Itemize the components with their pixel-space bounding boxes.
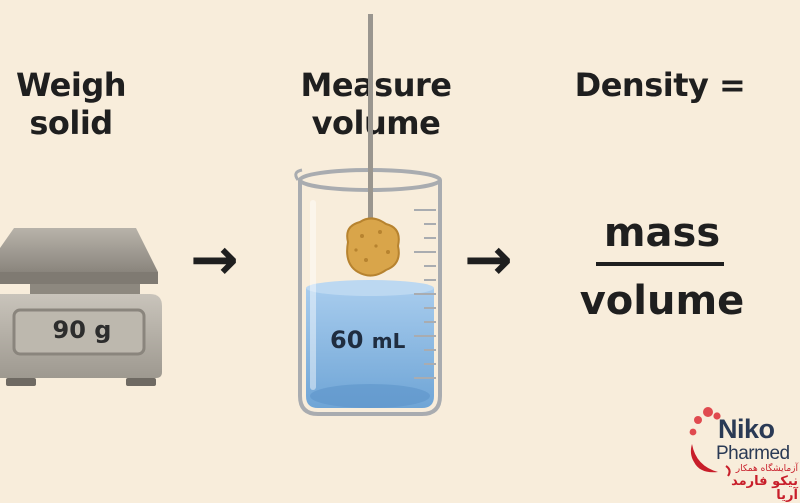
density-label: Density =: [574, 66, 746, 104]
scale-readout: 90 g: [52, 316, 112, 344]
logo-tagline: آزمایشگاه همکار: [735, 464, 798, 474]
logo-tagline-main: نیکو فارمد آریا: [731, 474, 798, 503]
weigh-label-line1: Weigh: [15, 66, 127, 104]
beaker-readout-unit: mL: [371, 329, 406, 353]
measure-label-line2: volume: [311, 104, 441, 142]
measure-volume-label: Measure volume: [290, 66, 462, 142]
beaker-icon: [294, 14, 442, 416]
arrow-right-icon: →: [464, 225, 513, 293]
weigh-solid-label: Weigh solid: [8, 66, 134, 142]
fraction-bar: [596, 262, 724, 266]
scale-icon: [0, 228, 162, 386]
logo-subname: Pharmed: [716, 443, 790, 464]
beaker-readout: 60 mL: [330, 326, 430, 354]
rock-sample-icon: [346, 217, 400, 277]
formula-denominator: volume: [579, 278, 745, 324]
logo-name: Niko: [718, 414, 775, 444]
logo-mark-icon: [689, 407, 731, 477]
formula-numerator: mass: [603, 210, 721, 256]
weigh-label-line2: solid: [29, 104, 113, 142]
arrow-right-icon: →: [190, 225, 239, 293]
beaker-readout-value: 60: [330, 326, 364, 354]
measure-label-line1: Measure: [300, 66, 452, 104]
